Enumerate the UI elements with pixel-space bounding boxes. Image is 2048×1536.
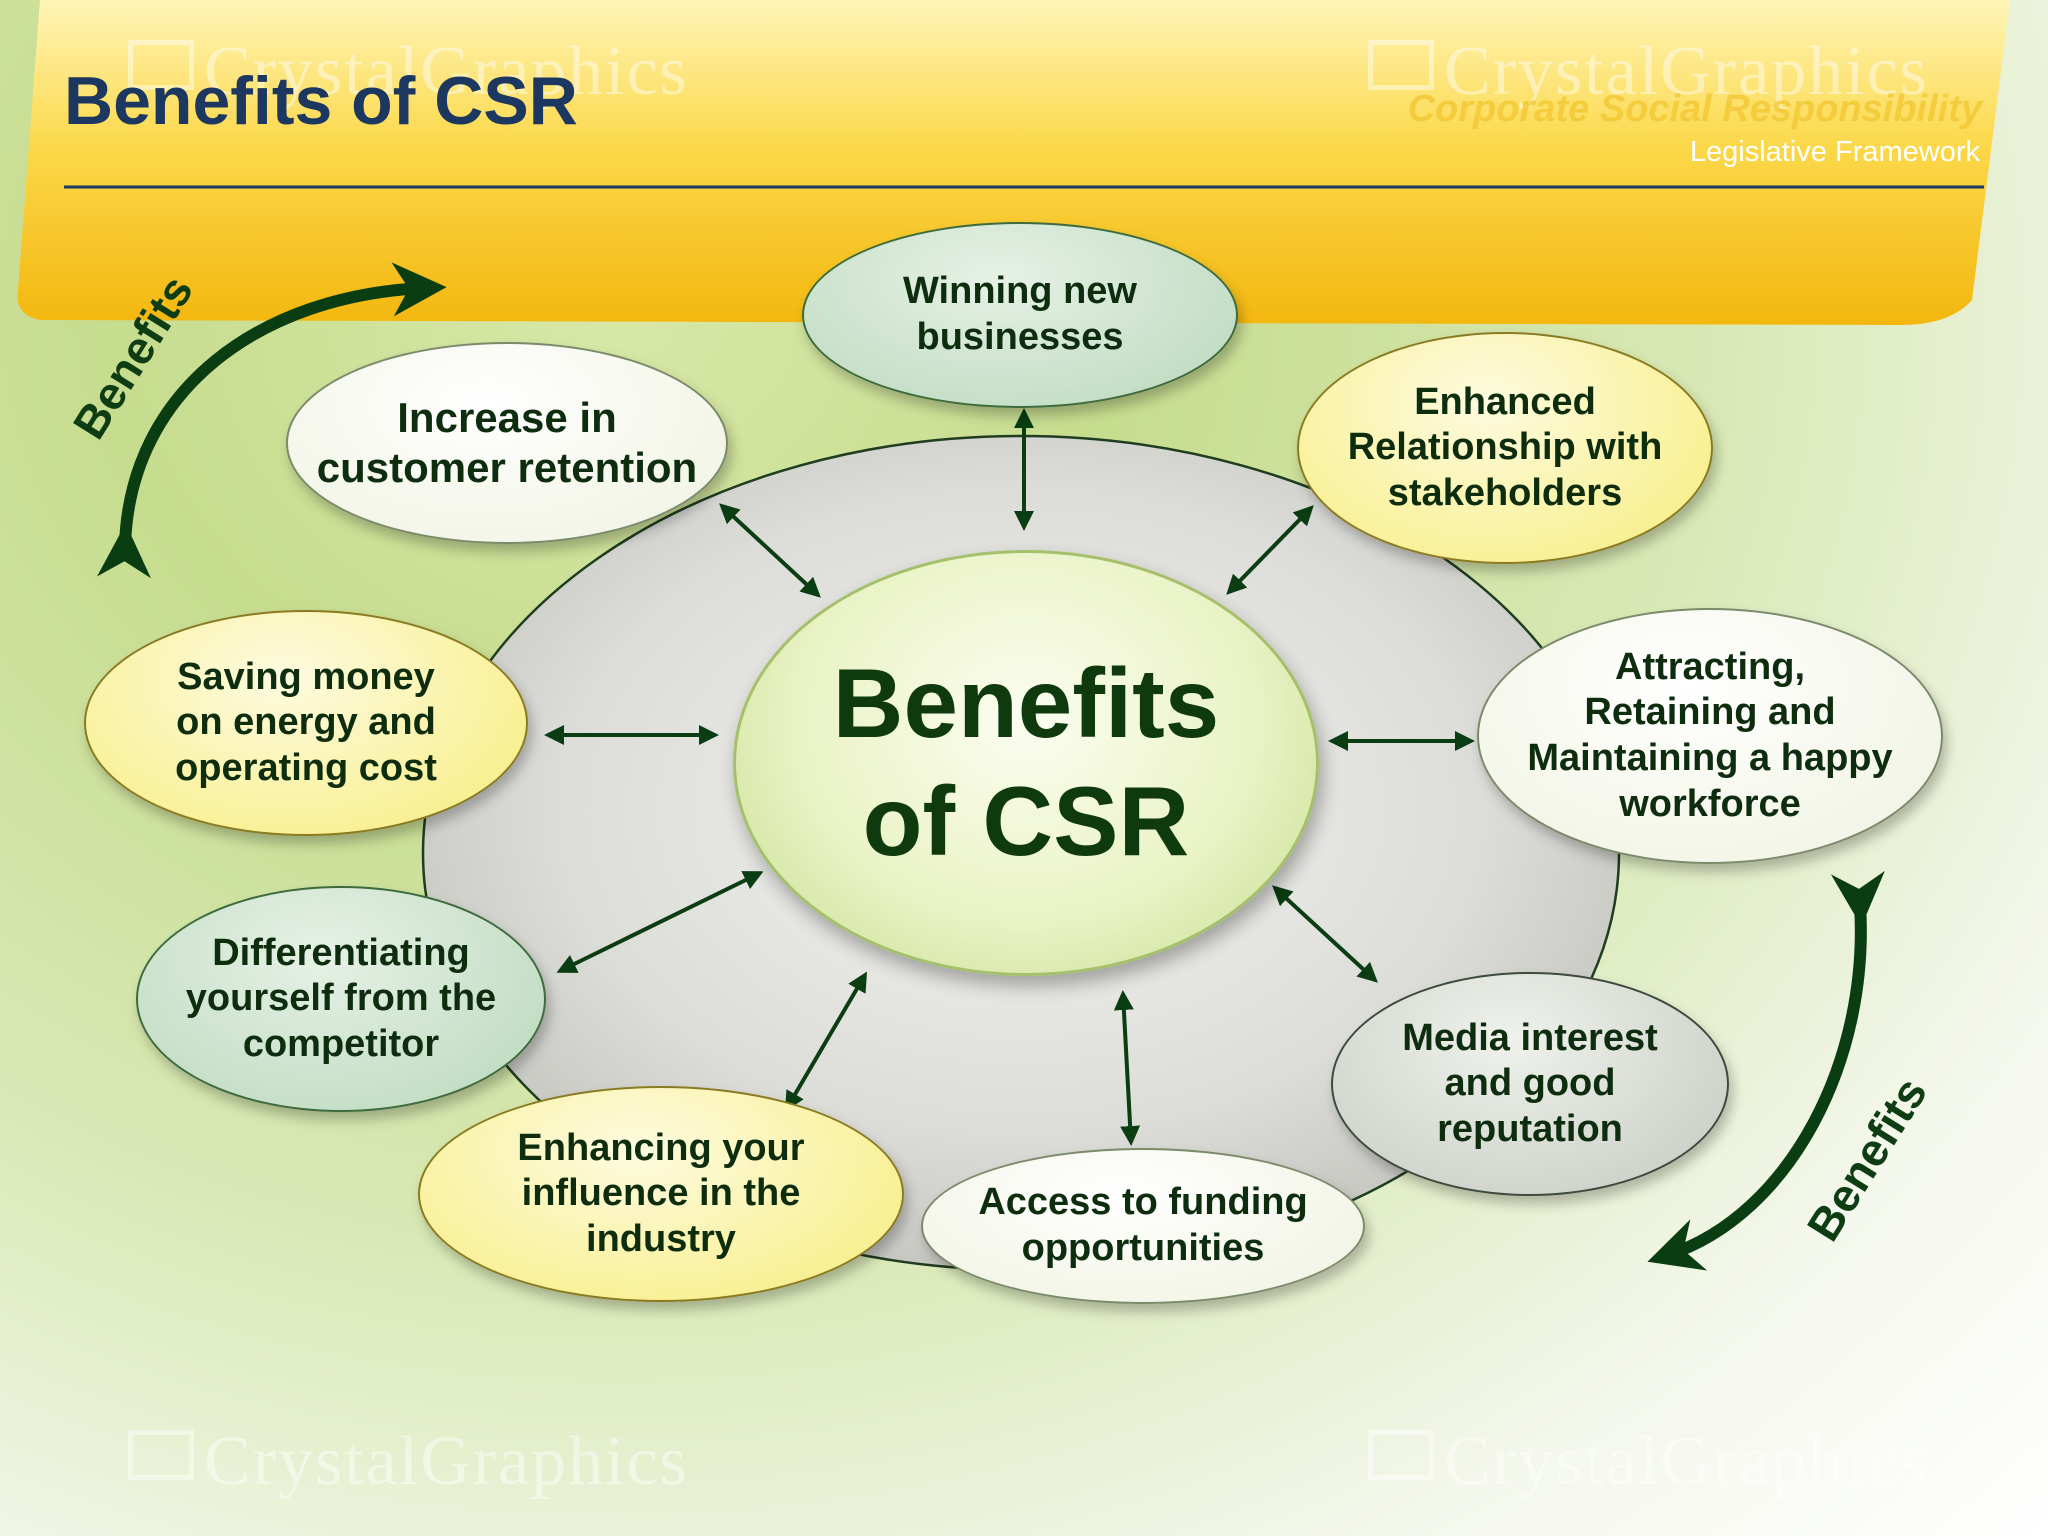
node-differentiating: Differentiating yourself from the compet… xyxy=(136,886,546,1112)
node-label: Saving money on energy and operating cos… xyxy=(175,655,437,789)
node-label: Access to funding opportunities xyxy=(978,1181,1308,1269)
node-winning-new-businesses: Winning new businesses xyxy=(802,222,1238,408)
arrow-influence xyxy=(784,971,868,1112)
node-label: Increase in customer retention xyxy=(316,393,698,491)
arrow-relationship xyxy=(1226,505,1314,595)
node-saving-money: Saving money on energy and operating cos… xyxy=(84,610,528,836)
node-enhanced-relationship: Enhanced Relationship with stakeholders xyxy=(1297,332,1713,564)
node-label: Winning new businesses xyxy=(903,270,1137,358)
node-label: Differentiating yourself from the compet… xyxy=(185,931,497,1065)
slide-title: Benefits of CSR xyxy=(64,63,578,139)
node-label: Attracting, Retaining and Maintaining a … xyxy=(1527,645,1893,825)
watermark-top-left: CrystalGraphics xyxy=(128,32,689,112)
watermark-bottom-left: CrystalGraphics xyxy=(128,1422,689,1502)
curved-arrow-bottom-right xyxy=(1647,870,1885,1271)
node-access-to-funding: Access to funding opportunities xyxy=(921,1148,1365,1304)
node-attracting-workforce: Attracting, Retaining and Maintaining a … xyxy=(1477,608,1943,864)
center-node-label: Benefits of CSR xyxy=(832,648,1220,876)
arrow-differentiating xyxy=(556,871,764,973)
slide-subtitle-secondary: Legislative Framework xyxy=(1689,136,1980,168)
node-label: Media interest and good reputation xyxy=(1402,1016,1658,1150)
header-banner xyxy=(17,0,2010,325)
watermark-bottom-right: CrystalGraphics xyxy=(1368,1422,1929,1502)
watermark-top-right: CrystalGraphics xyxy=(1368,32,1929,112)
arrow-media xyxy=(1272,885,1378,983)
slide-subtitle: Corporate Social Responsibility xyxy=(1407,88,1982,130)
node-label: Enhanced Relationship with stakeholders xyxy=(1347,380,1663,514)
node-label: Enhancing your influence in the industry xyxy=(517,1126,805,1260)
curved-arrow-top-left xyxy=(96,262,447,579)
node-media-interest: Media interest and good reputation xyxy=(1331,972,1729,1196)
node-enhancing-influence: Enhancing your influence in the industry xyxy=(418,1086,904,1302)
connector-arrows xyxy=(544,408,1475,1146)
arrow-funding xyxy=(1113,990,1141,1146)
node-customer-retention: Increase in customer retention xyxy=(286,342,728,544)
center-node: Benefits of CSR xyxy=(733,550,1319,976)
arrow-retention xyxy=(719,503,821,598)
